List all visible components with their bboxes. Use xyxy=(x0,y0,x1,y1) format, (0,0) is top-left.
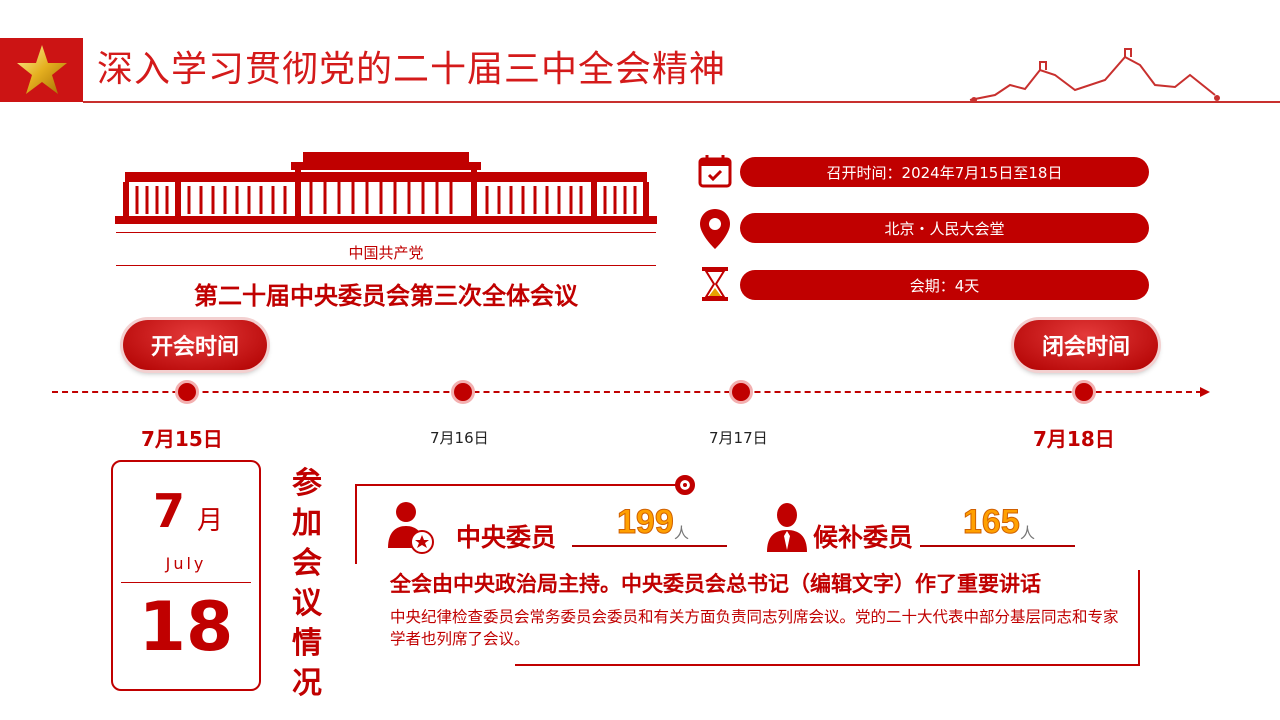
member-icon xyxy=(388,502,434,554)
date-label: 7月16日 xyxy=(430,429,489,447)
underline xyxy=(572,545,727,547)
divider xyxy=(116,232,656,233)
alternate-member-icon xyxy=(767,503,807,552)
frame-line xyxy=(355,484,677,486)
day-number: 18 xyxy=(138,588,234,667)
timeline-dot xyxy=(1072,380,1096,404)
section-title-char: 况 xyxy=(292,666,322,701)
member-count: 199 xyxy=(617,503,675,542)
star-badge xyxy=(0,38,83,102)
underline xyxy=(920,545,1075,547)
alternate-count: 165 xyxy=(963,503,1021,542)
date-label: 7月15日 xyxy=(141,427,223,451)
timeline-arrow-icon xyxy=(1200,387,1210,397)
frame-line xyxy=(515,664,1140,666)
info-duration: 会期：4天 xyxy=(740,270,1149,300)
section-title-char: 会 xyxy=(292,546,322,581)
info-date: 召开时间：2024年7月15日至18日 xyxy=(740,157,1149,187)
calendar-card: 7 月 July 18 xyxy=(111,460,261,691)
month-char: 月 xyxy=(197,506,224,536)
timeline-line xyxy=(52,391,1202,393)
hourglass-icon xyxy=(702,267,728,301)
frame-line xyxy=(1138,570,1140,665)
title-divider xyxy=(83,101,1280,103)
date-label: 7月17日 xyxy=(709,429,768,447)
party-name: 中国共产党 xyxy=(348,244,424,262)
great-wall-decoration xyxy=(969,48,1220,103)
summary-headline: 全会由中央政治局主持。中央委员会总书记（编辑文字）作了重要讲话 xyxy=(390,572,1041,596)
calendar-icon xyxy=(698,155,732,188)
great-hall-icon xyxy=(115,152,657,224)
location-pin-icon xyxy=(700,209,730,249)
close-time-button[interactable]: 闭会时间 xyxy=(1014,320,1158,370)
section-title-char: 情 xyxy=(292,626,322,661)
alternate-label: 候补委员 xyxy=(813,523,914,552)
section-title-char: 加 xyxy=(292,506,322,541)
timeline-dot xyxy=(175,380,199,404)
month-english: July xyxy=(165,554,207,573)
meeting-name: 第二十届中央委员会第三次全体会议 xyxy=(194,282,578,310)
timeline-dot xyxy=(729,380,753,404)
section-title-char: 参 xyxy=(292,466,322,501)
alternate-unit: 人 xyxy=(1020,524,1036,542)
divider xyxy=(116,265,656,266)
section-title-char: 议 xyxy=(292,586,322,621)
timeline-dot xyxy=(451,380,475,404)
open-time-button[interactable]: 开会时间 xyxy=(123,320,267,370)
frame-line xyxy=(355,484,357,564)
month-number: 7 xyxy=(153,484,186,538)
page-title: 深入学习贯彻党的二十届三中全会精神 xyxy=(97,49,727,90)
member-label: 中央委员 xyxy=(456,523,557,552)
info-location: 北京・人民大会堂 xyxy=(740,213,1149,243)
member-unit: 人 xyxy=(674,524,690,542)
frame-dot xyxy=(675,475,695,495)
divider xyxy=(121,582,251,583)
date-label: 7月18日 xyxy=(1033,427,1115,451)
star-icon xyxy=(16,45,67,94)
summary-body: 中央纪律检查委员会常务委员会委员和有关方面负责同志列席会议。党的二十大代表中部分… xyxy=(390,608,1119,648)
